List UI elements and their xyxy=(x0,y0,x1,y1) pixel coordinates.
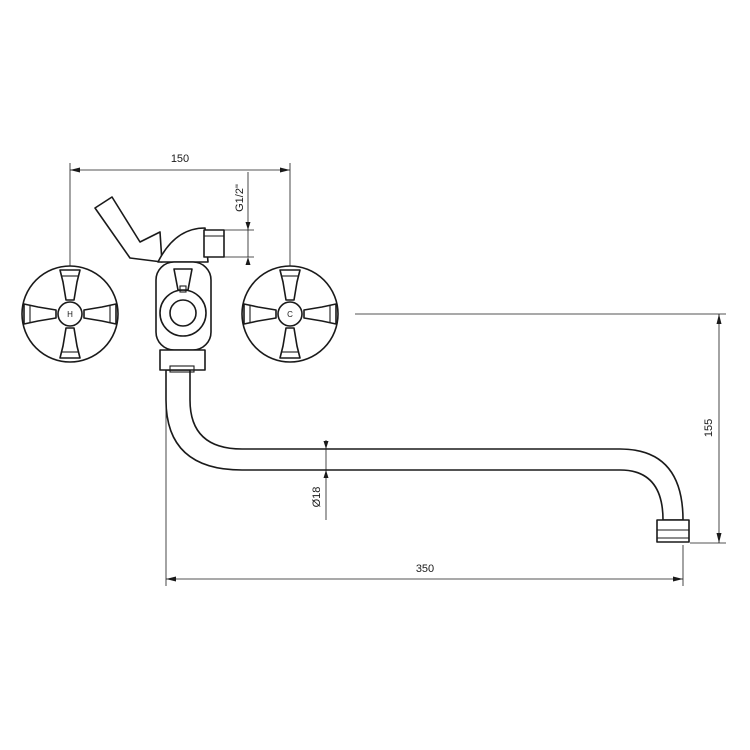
height-value: 155 xyxy=(703,419,715,437)
length-value: 350 xyxy=(416,563,434,575)
dimension-length: 350 xyxy=(165,388,684,586)
spout-tip xyxy=(656,519,690,543)
diverter-lever xyxy=(94,196,163,263)
diameter-value: Ø18 xyxy=(311,487,323,508)
mixer-body xyxy=(155,227,225,373)
cold-water-label: C xyxy=(287,310,293,319)
dimension-height: 155 xyxy=(355,313,726,544)
hot-water-label: H xyxy=(67,310,73,319)
thread-value: G1/2" xyxy=(234,184,246,212)
width-value: 150 xyxy=(171,153,189,165)
dimension-thread: G1/2" xyxy=(224,172,254,265)
dimension-width: 150 xyxy=(69,153,291,266)
shower-outlet xyxy=(203,229,225,258)
hot-water-handle: H xyxy=(21,265,119,363)
cold-water-handle: C xyxy=(241,265,339,363)
spout-pipe xyxy=(165,369,690,543)
dimension-diameter: Ø18 xyxy=(311,440,329,520)
